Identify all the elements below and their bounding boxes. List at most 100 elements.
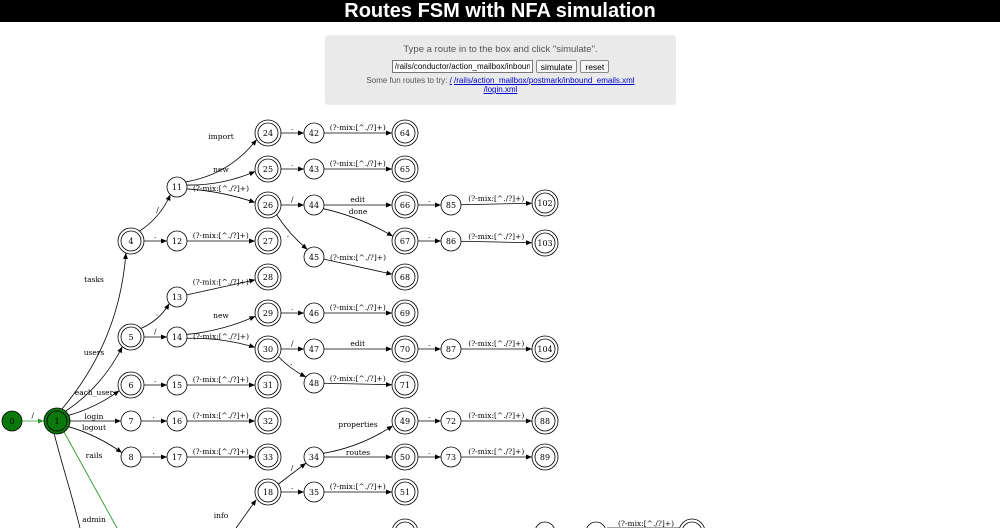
edge-label: properties — [338, 420, 378, 429]
state-64: 64 — [391, 119, 419, 147]
edge-label: . — [156, 308, 158, 317]
edge-s45-s68 — [323, 258, 393, 276]
state-18: 18 — [254, 478, 282, 506]
state-42: 42 — [303, 122, 325, 144]
edge-label: (?-mix:[^./?]+) — [468, 447, 524, 456]
edge-label: (?-mix:[^./?]+) — [330, 253, 386, 262]
state-label: 49 — [400, 417, 410, 426]
state-51: 51 — [391, 478, 419, 506]
edge-label: . — [428, 411, 430, 420]
state-43: 43 — [303, 158, 325, 180]
state-49: 49 — [391, 407, 419, 435]
state-label: 70 — [400, 345, 410, 354]
state-65: 65 — [391, 155, 419, 183]
state-11: 11 — [166, 176, 188, 198]
edge-label: / — [156, 205, 159, 214]
state-label: 4 — [128, 237, 133, 246]
partial-state-0 — [392, 518, 418, 528]
edge-label: logout — [82, 423, 106, 432]
state-label: 51 — [400, 488, 410, 497]
edge-s14-s29 — [186, 316, 256, 335]
state-13: 13 — [166, 286, 188, 308]
edge-s11-s24 — [185, 139, 257, 183]
edge-label: routes — [346, 448, 370, 457]
simulate-form: simulate reset — [325, 60, 676, 73]
edge-label: . — [291, 303, 293, 312]
edge-label: import — [208, 132, 233, 141]
state-label: 0 — [9, 417, 14, 426]
edge-s18-s34 — [278, 463, 307, 485]
state-33: 33 — [254, 443, 282, 471]
edge-label: new — [213, 165, 229, 174]
edge-label: edit — [350, 195, 365, 204]
edge-label: . — [428, 339, 430, 348]
state-label: 29 — [263, 309, 273, 318]
state-label: 34 — [309, 453, 319, 462]
edge-s14-s30 — [186, 337, 256, 349]
state-8: 8 — [120, 446, 142, 468]
state-label: 85 — [446, 201, 456, 210]
edge-s26-s45 — [276, 214, 308, 250]
state-label: 6 — [128, 381, 133, 390]
route-input[interactable] — [391, 60, 533, 73]
state-35: 35 — [303, 481, 325, 503]
state-34: 34 — [303, 446, 325, 468]
edge-label: (?-mix:[^./?]+) — [468, 339, 524, 348]
state-5: 5 — [117, 323, 145, 351]
state-69: 69 — [391, 299, 419, 327]
fun-routes-label: Some fun routes to try: — [366, 76, 448, 85]
edge-label: edit — [350, 339, 365, 348]
state-86: 86 — [440, 230, 462, 252]
state-label: 16 — [172, 417, 182, 426]
edge-label: . — [428, 231, 430, 240]
state-label: 72 — [446, 417, 456, 426]
edge-s11-s25 — [186, 171, 256, 186]
reset-button[interactable]: reset — [580, 60, 610, 73]
edge-label: . — [290, 358, 292, 367]
state-label: 45 — [309, 253, 319, 262]
state-15: 15 — [166, 374, 188, 396]
edge-label: (?-mix:[^./?]+) — [330, 303, 386, 312]
edge-label: . — [428, 447, 430, 456]
edge-label: (?-mix:[^./?]+) — [193, 332, 249, 341]
state-label: 102 — [537, 199, 552, 208]
edge-label: admin — [82, 515, 106, 524]
edge-label: . — [291, 159, 293, 168]
edge-s30-s48 — [278, 356, 307, 378]
partial-state-1 — [535, 521, 555, 528]
instructions-text: Type a route in to the box and click "si… — [403, 44, 598, 55]
simulator-panel: Type a route in to the box and click "si… — [325, 35, 676, 105]
state-label: 15 — [172, 381, 182, 390]
state-103: 103 — [531, 229, 559, 257]
edge-s1-s6 — [68, 390, 120, 416]
state-label: 86 — [446, 237, 456, 246]
edge-label: . — [153, 411, 155, 420]
state-label: 43 — [309, 165, 319, 174]
state-6: 6 — [117, 371, 145, 399]
edge-s34-s49 — [323, 425, 393, 454]
state-label: 50 — [400, 453, 410, 462]
fun-route-login-link[interactable]: /login.xml — [483, 85, 518, 94]
state-28: 28 — [254, 263, 282, 291]
edge-label: . — [154, 375, 156, 384]
edge-label: / — [291, 339, 294, 348]
edge-label: (?-mix:[^./?]+) — [330, 123, 386, 132]
state-1: 1 — [43, 407, 71, 435]
state-label: 5 — [128, 333, 133, 342]
state-25: 25 — [254, 155, 282, 183]
state-label: 24 — [263, 129, 273, 138]
state-label: 71 — [400, 381, 410, 390]
edge-s11-s26 — [186, 188, 256, 203]
edge-s1-s4 — [61, 252, 128, 410]
state-73: 73 — [440, 446, 462, 468]
state-label: 7 — [128, 417, 133, 426]
edge-label: . — [291, 123, 293, 132]
state-88: 88 — [531, 407, 559, 435]
state-29: 29 — [254, 299, 282, 327]
fun-route-root-link[interactable]: / — [449, 76, 452, 85]
state-label: 89 — [540, 453, 550, 462]
edge-label: new — [213, 311, 229, 320]
simulate-button[interactable]: simulate — [535, 60, 578, 73]
fun-route-postmark-link[interactable]: /rails/action_mailbox/postmark/inbound_e… — [454, 76, 635, 85]
state-72: 72 — [440, 410, 462, 432]
